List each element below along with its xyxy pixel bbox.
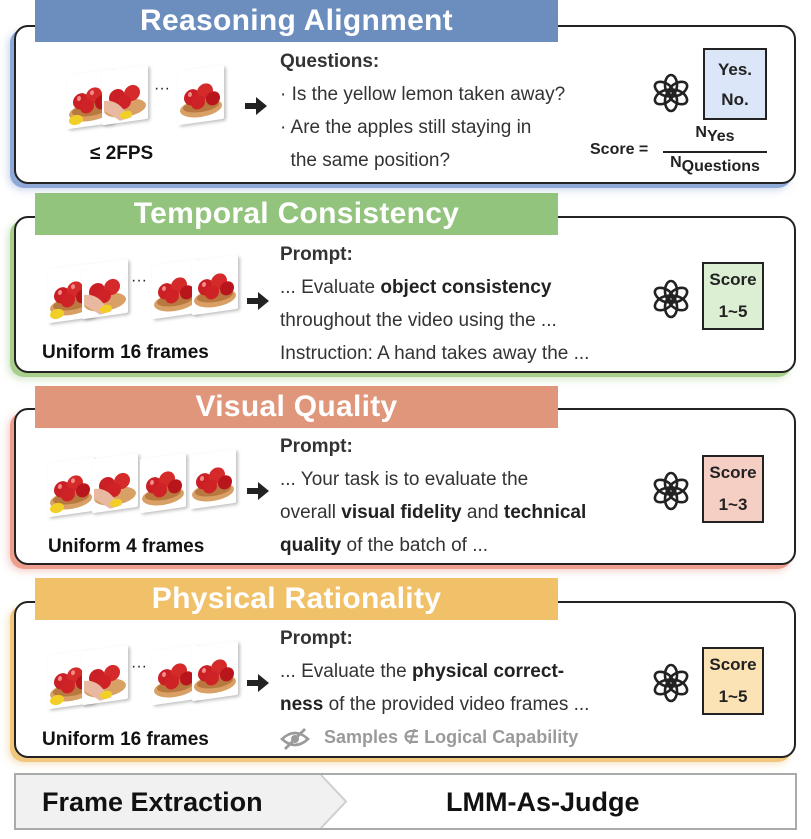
section-title: Reasoning Alignment <box>35 0 558 42</box>
frame-thumbnail <box>190 448 236 510</box>
frame-thumbnail <box>192 254 238 316</box>
frame-thumbnail <box>92 452 138 514</box>
frame-thumbnail <box>82 644 128 706</box>
note-text: Samples ∉ Logical Capability <box>324 727 579 747</box>
prompt-text: Prompt: ... Your task is to evaluate the… <box>280 436 587 556</box>
score-box: Score 1~5 <box>702 647 764 715</box>
eye-slash-icon <box>280 728 310 750</box>
ellipsis-dots: ··· <box>131 272 147 289</box>
frame-thumbnail <box>178 64 224 126</box>
pipeline-footer: Frame Extraction LMM-As-Judge <box>14 773 797 830</box>
openai-logo-icon <box>650 662 692 704</box>
frames-label: ≤ 2FPS <box>90 143 154 164</box>
right-arrow-icon <box>245 480 271 502</box>
frame-thumbnail <box>82 258 128 320</box>
right-arrow-icon <box>245 672 271 694</box>
lmm-as-judge-label: LMM-As-Judge <box>446 787 640 817</box>
score-box: Score 1~5 <box>702 262 764 330</box>
section-title: Visual Quality <box>35 386 558 428</box>
openai-logo-icon <box>650 470 692 512</box>
frame-thumbnail <box>140 452 186 514</box>
prompt-text: Prompt: ... Evaluate object consistency … <box>280 244 590 364</box>
prompt-text: Prompt: ... Evaluate the physical correc… <box>280 628 590 715</box>
frame-extraction-label: Frame Extraction <box>42 787 263 817</box>
openai-logo-icon <box>650 278 692 320</box>
questions-text: Questions: · Is the yellow lemon taken a… <box>280 51 566 171</box>
footer-left-chevron <box>16 775 348 828</box>
frame-thumbnail <box>192 640 238 702</box>
ellipsis-dots: ··· <box>154 80 170 97</box>
right-arrow-icon <box>243 95 269 117</box>
ellipsis-dots: ··· <box>131 658 147 675</box>
frame-thumbnail <box>48 456 94 518</box>
frame-thumbnail <box>102 64 148 126</box>
score-box: Score 1~3 <box>702 455 764 523</box>
openai-logo-icon <box>650 72 692 114</box>
section-title: Temporal Consistency <box>35 193 558 235</box>
frames-label: Uniform 4 frames <box>48 536 205 557</box>
frames-label: Uniform 16 frames <box>42 342 209 363</box>
frames-label: Uniform 16 frames <box>42 729 209 750</box>
right-arrow-icon <box>245 290 271 312</box>
score-box: Yes. No. <box>703 48 767 120</box>
section-title: Physical Rationality <box>35 578 558 620</box>
